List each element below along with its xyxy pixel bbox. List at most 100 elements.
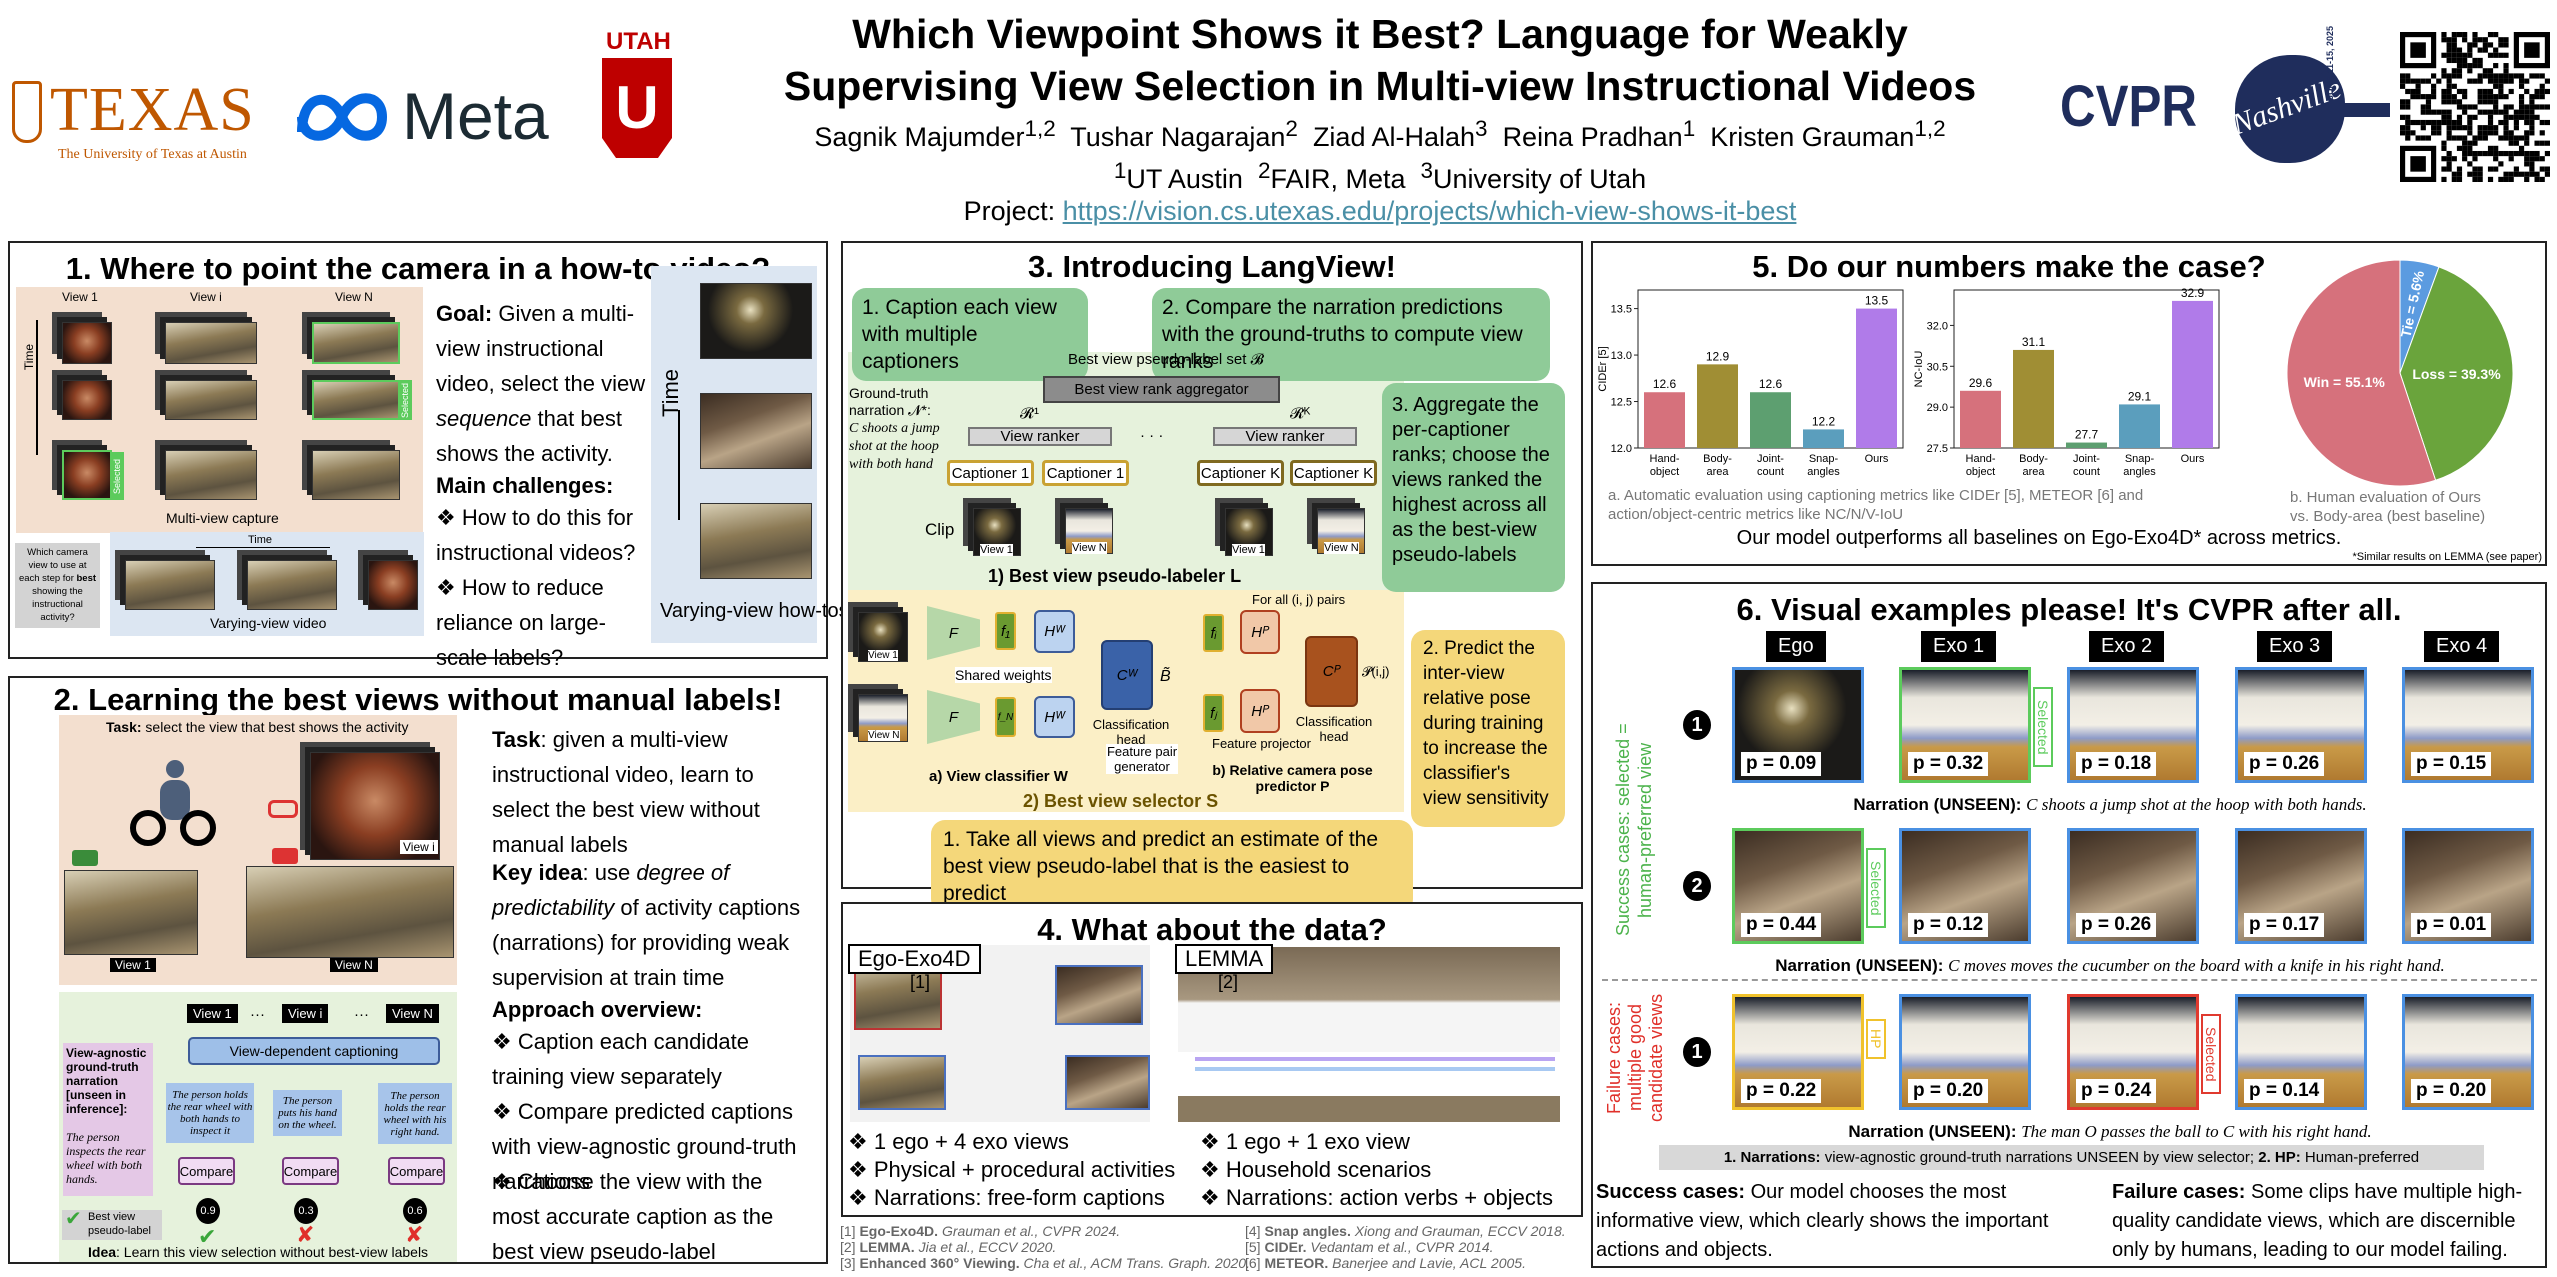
classifier-cw: Cᵂ <box>1101 640 1153 710</box>
x-tick-label: Joint- <box>2073 453 2100 465</box>
view-1-label: View 1 <box>980 544 1013 556</box>
qr-module <box>2410 119 2416 126</box>
qr-module <box>2493 83 2499 89</box>
check-icon: ✔ <box>65 1208 82 1230</box>
view-1-label: View 1 <box>868 650 898 661</box>
qr-module <box>2405 135 2411 141</box>
qr-module <box>2400 78 2406 84</box>
qr-module <box>2467 68 2473 74</box>
qr-module <box>2508 150 2514 157</box>
qr-module <box>2498 94 2504 100</box>
qr-module <box>2441 99 2447 105</box>
qr-module <box>2508 73 2514 79</box>
multi-view-caption: Multi-view capture <box>166 510 279 526</box>
qr-module <box>2493 166 2499 172</box>
view-i-frame <box>165 450 257 500</box>
key-idea-text: Key idea: use degree of predictability o… <box>492 860 801 990</box>
qr-module <box>2446 88 2452 95</box>
qr-module <box>2441 140 2447 146</box>
b-tilde: B̃ <box>1160 668 1171 685</box>
qr-module <box>2431 88 2437 95</box>
reference: [2] LEMMA. Jia et al., ECCV 2020. <box>840 1239 1057 1255</box>
time-label: Time <box>22 343 37 371</box>
bar-value-label: 12.9 <box>1706 349 1730 363</box>
qr-module <box>2472 78 2478 84</box>
qr-module <box>2446 150 2452 157</box>
qr-module <box>2467 150 2473 157</box>
qr-module <box>2477 99 2483 105</box>
cvpr-dates: JUNE 11-15, 2025 <box>2325 25 2335 100</box>
qr-module <box>2436 130 2442 136</box>
example-view-image: p = 0.15 <box>2402 667 2534 783</box>
qr-module <box>2477 150 2483 157</box>
view-selector-caption: 2) Best view selector S <box>1023 791 1219 811</box>
qr-module <box>2503 125 2509 131</box>
qr-module <box>2425 109 2432 115</box>
author: Tushar Nagarajan2 <box>1070 116 1298 152</box>
project-link[interactable]: https://vision.cs.utexas.edu/projects/wh… <box>1062 196 1797 226</box>
qr-module <box>2472 171 2478 177</box>
qr-module <box>2487 150 2494 157</box>
qr-module <box>2539 83 2545 89</box>
reference: [1] Ego-Exo4D. Grauman et al., CVPR 2024… <box>840 1223 1121 1239</box>
y-tick-label: 12.5 <box>1611 397 1632 409</box>
qr-module <box>2400 125 2406 131</box>
qr-module <box>2503 135 2509 141</box>
qr-module <box>2487 109 2494 115</box>
qr-module <box>2477 73 2483 79</box>
qr-module <box>2493 130 2499 136</box>
view-n-label: View N <box>1324 542 1359 554</box>
qr-module <box>2498 150 2504 157</box>
qr-finder <box>2400 32 2437 69</box>
time-arrow <box>36 320 38 455</box>
qr-module <box>2456 57 2463 64</box>
qr-module <box>2436 125 2442 131</box>
qr-module <box>2518 78 2525 84</box>
qr-module <box>2410 94 2416 100</box>
bar <box>2066 442 2107 448</box>
qr-module <box>2425 78 2432 84</box>
x-tick-label: Body- <box>2019 453 2048 465</box>
probability-label: p = 0.26 <box>2244 752 2325 776</box>
qr-module <box>2446 73 2452 79</box>
probability-label: p = 0.44 <box>1741 913 1822 937</box>
qr-module <box>2529 104 2535 110</box>
qr-module <box>2529 119 2535 126</box>
best-view-legend: ✔Best view pseudo-label <box>62 1208 162 1240</box>
captioner-box: Captioner K <box>1290 460 1377 486</box>
qr-module <box>2446 42 2452 48</box>
varying-view-caption: Varying-view video <box>210 615 327 631</box>
qr-module <box>2518 109 2525 115</box>
ego-exo4d-label: Ego-Exo4D <box>848 944 981 974</box>
x-tick-label: [3, 4] <box>2127 479 2151 480</box>
success-summary: Success cases: Our model chooses the mos… <box>1596 1181 2049 1261</box>
qr-module <box>2508 135 2514 141</box>
qr-code[interactable] <box>2400 32 2550 182</box>
reference: [4] Snap angles. Xiong and Grauman, ECCV… <box>1245 1223 1566 1239</box>
score-badge: 0.3 <box>294 1198 318 1224</box>
feature-f1: f₁ <box>995 612 1016 650</box>
section-6-title: 6. Visual examples please! It's CVPR aft… <box>1736 592 2402 627</box>
qr-module <box>2513 119 2519 126</box>
qr-module <box>2539 130 2545 136</box>
qr-module <box>2487 88 2494 95</box>
qr-module <box>2451 73 2457 79</box>
qr-module <box>2467 119 2473 126</box>
callout-predict-estimate: 1. Take all views and predict an estimat… <box>931 820 1413 913</box>
qr-module <box>2410 88 2416 95</box>
time-arrow <box>196 547 330 548</box>
qr-module <box>2498 161 2504 167</box>
qr-module <box>2441 32 2447 38</box>
time-arrow <box>678 410 680 520</box>
bar-value-label: 13.5 <box>1865 294 1889 308</box>
qr-module <box>2462 94 2468 100</box>
qr-module <box>2513 125 2519 131</box>
qr-module <box>2482 68 2488 74</box>
view-column-header-ego: Ego <box>1766 631 1826 662</box>
qr-module <box>2425 99 2432 105</box>
qr-module <box>2446 125 2452 131</box>
qr-module <box>2539 94 2545 100</box>
lemma-timeline-1 <box>1195 1057 1555 1061</box>
qr-module <box>2446 57 2452 64</box>
qr-module <box>2544 150 2550 157</box>
